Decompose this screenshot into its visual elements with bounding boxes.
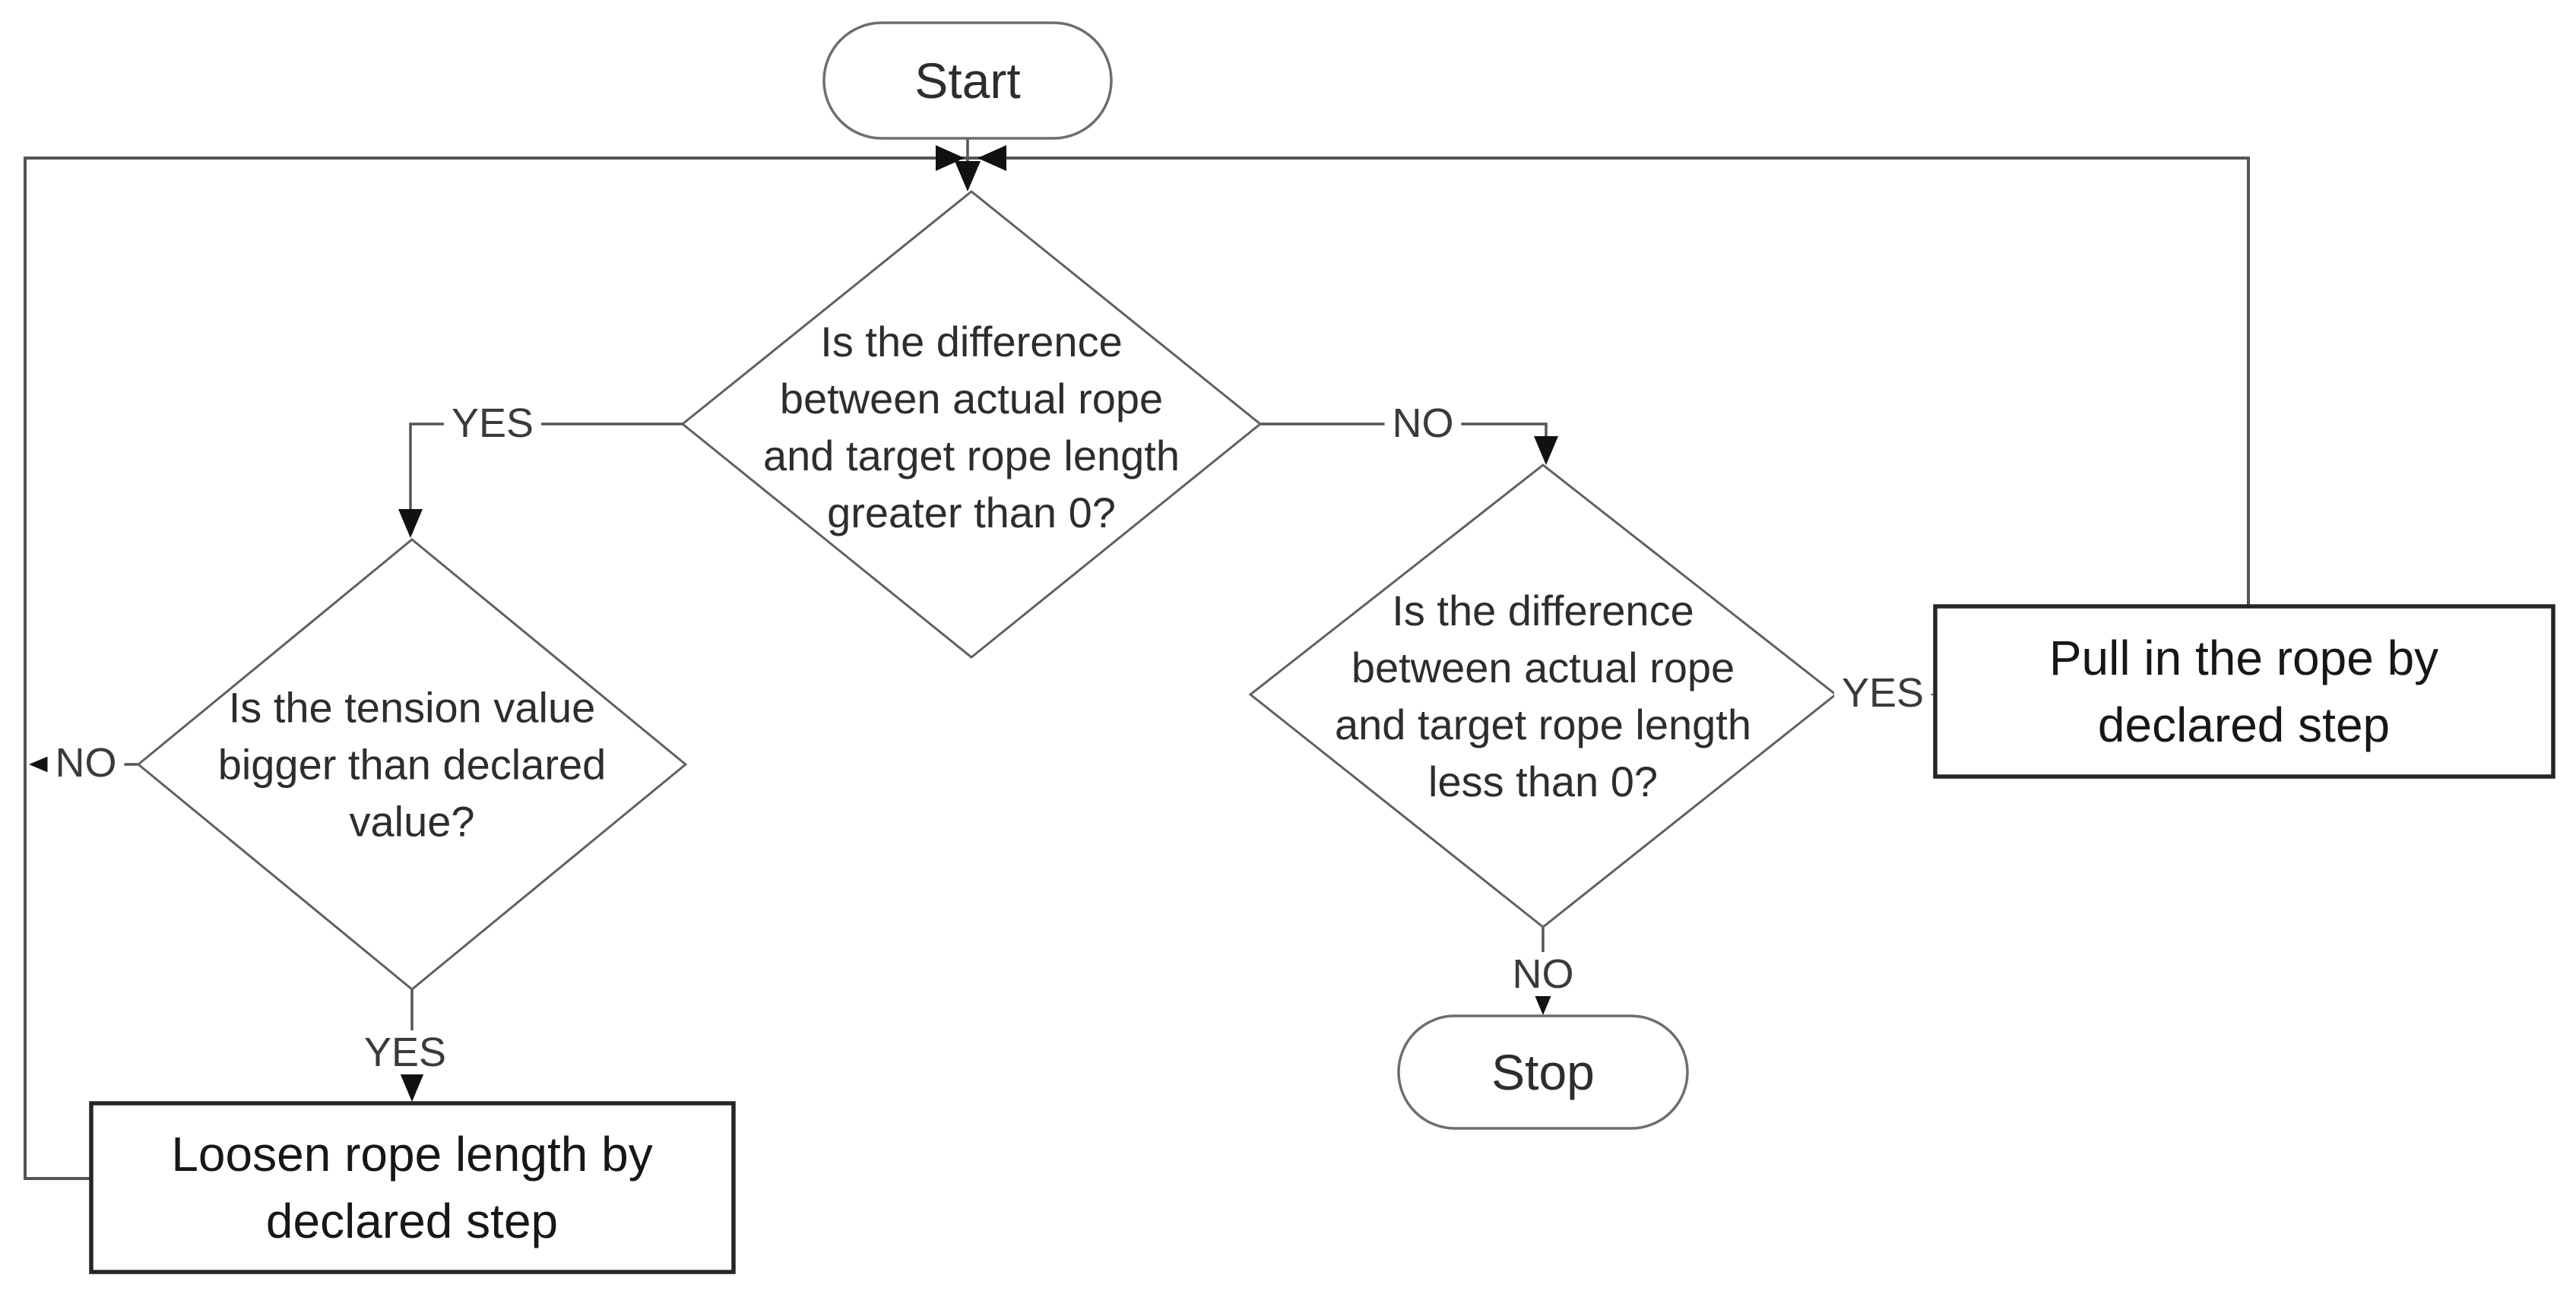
main-decision-label: Is the difference between actual rope an… bbox=[763, 318, 1180, 536]
arrowhead-into-main-decision bbox=[955, 161, 981, 191]
edge-label-main-yes: YES bbox=[443, 401, 542, 445]
stop-label: Stop bbox=[1491, 1044, 1595, 1100]
edge-return-loop bbox=[24, 157, 2250, 1180]
edge-label-tension-yes: YES bbox=[356, 1030, 455, 1074]
pull-process-label: Pull in the rope by declared step bbox=[2048, 631, 2439, 752]
edge-label-less-yes: YES bbox=[1833, 671, 1932, 715]
edge-main-yes bbox=[409, 422, 683, 532]
loosen-process-label: Loosen rope length by declared step bbox=[171, 1127, 653, 1248]
arrowhead-into-tension-decision bbox=[398, 509, 423, 538]
start-label: Start bbox=[914, 52, 1021, 109]
start-node bbox=[822, 21, 1113, 140]
tension-decision-label: Is the tension value bigger than declare… bbox=[217, 683, 607, 846]
arrowhead-left-loop-into-junction bbox=[936, 145, 965, 171]
edge-label-main-no: NO bbox=[1384, 401, 1462, 445]
less-decision-label: Is the difference between actual rope an… bbox=[1335, 587, 1751, 805]
arrowhead-into-loosen-box bbox=[400, 1073, 424, 1102]
pull-process-box bbox=[1933, 604, 2555, 779]
edge-label-less-no: NO bbox=[1504, 952, 1582, 996]
stop-node bbox=[1397, 1014, 1689, 1130]
tension-decision-diamond bbox=[136, 538, 688, 991]
loosen-process-box bbox=[89, 1101, 736, 1274]
arrowhead-into-less-decision bbox=[1534, 436, 1558, 465]
edge-label-tension-no: NO bbox=[47, 741, 125, 785]
arrowhead-right-loop-into-junction bbox=[977, 145, 1006, 171]
less-decision-diamond bbox=[1248, 463, 1838, 929]
main-decision-diamond bbox=[680, 190, 1263, 659]
